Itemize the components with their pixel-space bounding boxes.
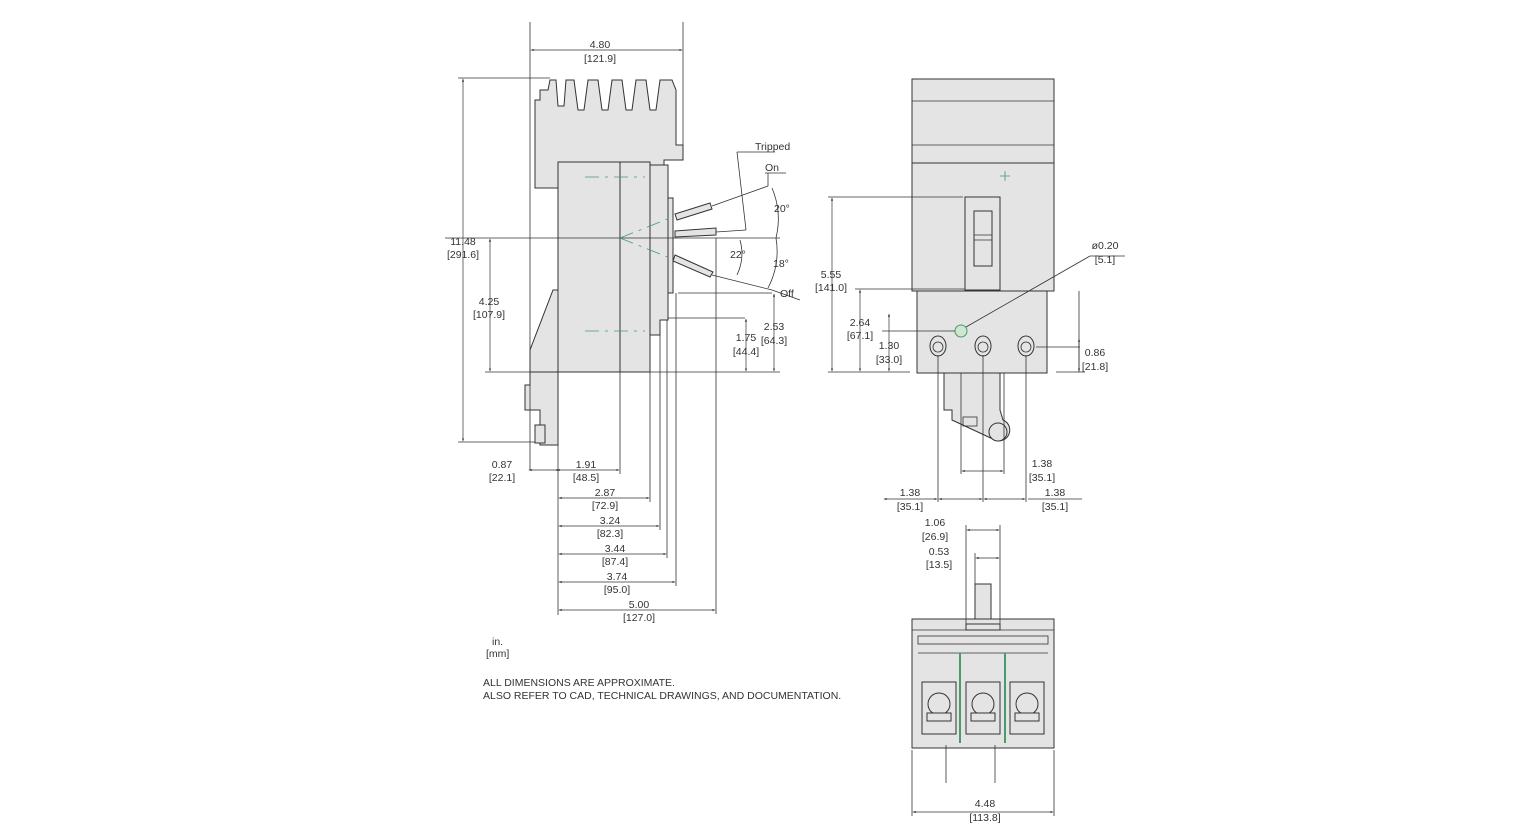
dim-label: [22.1] [489,472,515,484]
label-on: On [765,162,779,174]
dim-label: [72.9] [592,500,618,512]
side-handle-plate [667,197,674,294]
dim-label: 1.91 [576,459,597,471]
dim-label: 2.53 [764,321,785,333]
dim-label: 0.53 [929,546,950,558]
terminal-block [916,290,1048,374]
side-housing-top [534,79,684,189]
front-extension-lines [828,196,1125,502]
dim-label: 1.38 [900,487,921,499]
side-view: Tripped On Off 20° 22° 18° 4.80 [121.9] 1… [445,22,801,624]
dim-label: [21.8] [1082,361,1108,373]
dim-label: [5.1] [1095,254,1116,266]
dim-label: 0.86 [1085,347,1106,359]
dim-label: [113.8] [969,812,1000,824]
dim-label: 1.06 [925,517,946,529]
dim-label: [44.4] [733,346,759,358]
dim-label: 3.24 [600,515,621,527]
dim-label: 1.38 [1045,487,1066,499]
dim-label: 5.00 [629,599,650,611]
dim-label: 0.87 [492,459,513,471]
dim-label: [121.9] [584,53,616,65]
dim-label: 1.30 [879,340,900,352]
dim-label: 4.48 [975,798,996,810]
angle-on: 20° [774,203,790,215]
side-lug [534,424,546,444]
label-tripped: Tripped [755,141,790,153]
dim-label: [26.9] [922,531,948,543]
front-view: 5.55[141.0] 2.64[67.1] 1.30 [33.0] 0.86 [2… [815,78,1125,513]
side-line-connector [524,371,559,446]
dim-label: ø0.20 [1092,240,1119,252]
dim-label: [35.1] [1029,472,1055,484]
side-body [557,161,621,373]
dim-label: [35.1] [1042,501,1068,513]
dim-label: 2.87 [595,487,616,499]
dim-label: [64.3] [761,335,787,347]
side-dimension-labels: 4.80 [121.9] 11.48[291.6] 4.25[107.9] 1.7… [447,39,787,624]
angle-off: 18° [773,258,789,270]
dim-label: [48.5] [573,472,599,484]
terminal-screws [929,335,1035,357]
handle-positions [445,151,801,301]
dim-label: 4.80 [590,39,611,51]
bottom-handle [974,583,992,625]
mounting-hole [954,324,968,338]
side-body-mid [619,161,651,373]
dim-label: 4.25 [479,296,500,308]
note-refer: ALSO REFER TO CAD, TECHNICAL DRAWINGS, A… [483,690,841,702]
front-dimension-lines [830,197,1082,501]
dim-label: [141.0] [815,282,847,294]
dim-label: [67.1] [847,330,873,342]
bottom-view: 1.06 [26.9] 0.53[13.5] 4.48 [113.8] [911,517,1055,824]
dim-label: [13.5] [926,559,952,571]
dim-label: 1.38 [1032,458,1053,470]
dim-label: [95.0] [604,584,630,596]
dim-label: 3.74 [607,571,628,583]
note-approximate: ALL DIMENSIONS ARE APPROXIMATE. [483,677,675,689]
dim-label: [87.4] [602,556,628,568]
bottom-dimension-labels: 1.06 [26.9] 0.53[13.5] 4.48 [113.8] [922,517,1001,824]
dim-label: [82.3] [597,528,623,540]
label-off: Off [780,288,794,300]
bottom-lugs [921,681,1045,735]
unit-legend-mm: [mm] [486,648,509,660]
dim-label: [33.0] [876,354,902,366]
unit-legend-in: in. [492,636,503,648]
angle-tripped: 22° [730,249,746,261]
dim-label: [35.1] [897,501,923,513]
handle [973,210,993,267]
dim-label: [291.6] [447,249,479,261]
front-dimension-labels: 5.55[141.0] 2.64[67.1] 1.30 [33.0] 0.86 [2… [815,240,1119,513]
dim-label: 2.64 [850,317,871,329]
dim-label: 11.48 [450,236,476,248]
dim-label: 3.44 [605,543,626,555]
side-dimension-lines [461,48,776,612]
dim-label: 1.75 [736,332,757,344]
bottom-extension-lines [911,525,1055,816]
side-extension-lines [458,22,780,615]
dim-label: [127.0] [623,612,655,624]
dim-label: [107.9] [473,309,505,321]
side-lower-step [529,289,559,373]
dim-label: 5.55 [821,269,842,281]
side-front-cover [649,164,669,336]
